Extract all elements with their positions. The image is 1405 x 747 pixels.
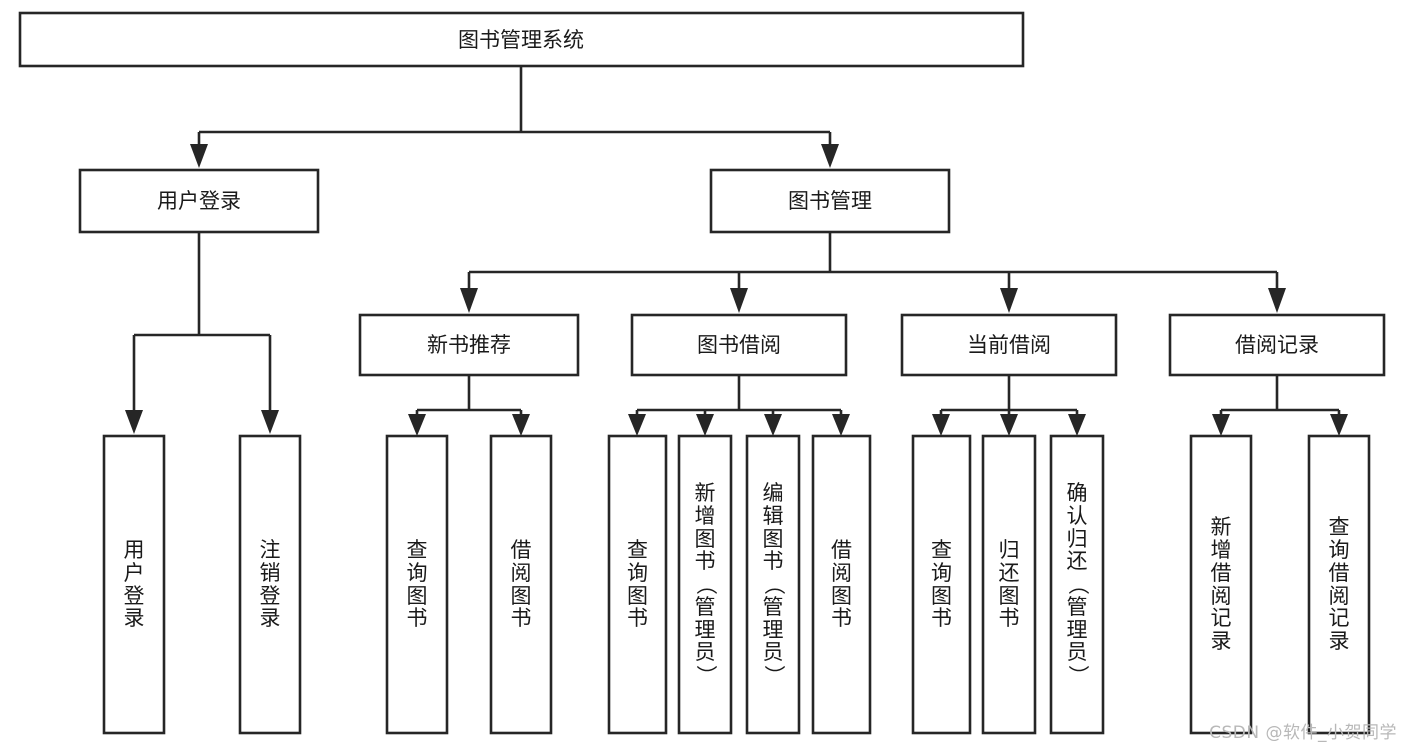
node-book-manage[interactable] [709,168,951,234]
leaf-current-borrow-1[interactable] [981,434,1037,735]
node-root[interactable] [18,11,1025,68]
node-new-book-recommend[interactable] [358,313,580,377]
leaf-book-borrow-1[interactable] [677,434,733,735]
arrow-head-icon [764,414,782,436]
leaf-user-login-1[interactable] [238,434,302,735]
arrow-head-icon [512,414,530,436]
connector-group-book-manage [460,232,1286,313]
node-root-label: 图书管理系统 [458,28,584,52]
connector-group-user-login [125,232,279,434]
node-book-borrow[interactable] [630,313,848,377]
arrow-head-icon [821,144,839,168]
arrow-head-icon [1268,288,1286,313]
node-user-login-label: 用户登录 [157,189,241,213]
node-borrow-records[interactable] [1168,313,1386,377]
leaf-current-borrow-0[interactable] [911,434,972,735]
leaf-current-borrow-2[interactable] [1049,434,1105,735]
connector-group-root [190,66,839,168]
arrow-head-icon [730,288,748,313]
leaf-book-borrow-3[interactable] [811,434,872,735]
node-book-manage-label: 图书管理 [788,189,872,213]
arrow-head-icon [696,414,714,436]
arrow-head-icon [408,414,426,436]
arrow-head-icon [832,414,850,436]
node-current-borrow[interactable] [900,313,1118,377]
arrow-head-icon [261,410,279,434]
arrow-head-icon [1330,414,1348,436]
leaf-user-login-0[interactable] [102,434,166,735]
leaf-borrow-records-1[interactable] [1307,434,1371,735]
node-book-borrow-label: 图书借阅 [697,333,781,357]
connector-group-book-borrow [628,375,850,436]
node-current-borrow-label: 当前借阅 [967,333,1051,357]
connector-group-borrow-records [1212,375,1348,436]
arrow-head-icon [1212,414,1230,436]
arrow-head-icon [460,288,478,313]
connector-group-current-borrow [932,375,1086,436]
arrow-head-icon [1000,414,1018,436]
connector-group-new-book [408,375,530,436]
arrow-head-icon [932,414,950,436]
arrow-head-icon [1000,288,1018,313]
node-borrow-records-label: 借阅记录 [1235,333,1319,357]
node-new-book-recommend-label: 新书推荐 [427,333,511,357]
leaf-book-borrow-2[interactable] [745,434,801,735]
node-user-login[interactable] [78,168,320,234]
arrow-head-icon [125,410,143,434]
leaf-new-book-0[interactable] [385,434,449,735]
leaf-new-book-1[interactable] [489,434,553,735]
arrow-head-icon [190,144,208,168]
arrow-head-icon [628,414,646,436]
leaf-borrow-records-0[interactable] [1189,434,1253,735]
arrow-head-icon [1068,414,1086,436]
leaf-book-borrow-0[interactable] [607,434,668,735]
